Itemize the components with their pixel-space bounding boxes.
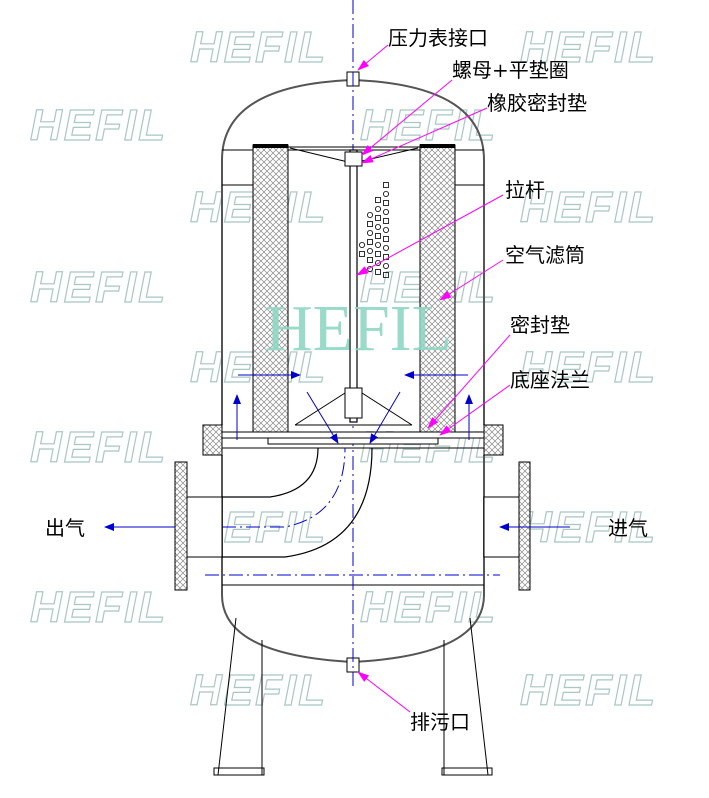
watermark-text: HEFIL bbox=[520, 343, 657, 392]
perforation-hole bbox=[382, 226, 389, 233]
label-nut-washer: 螺母+平垫圈 bbox=[452, 58, 569, 82]
watermark-text: HEFIL bbox=[520, 666, 657, 715]
perforation-hole bbox=[366, 211, 373, 218]
perforation-hole bbox=[383, 218, 389, 224]
perforation-hole bbox=[383, 236, 389, 242]
watermark-text: HEFIL bbox=[190, 23, 327, 72]
watermark-text: HEFIL bbox=[30, 263, 167, 312]
filter-cartridge-right bbox=[419, 144, 456, 434]
label-inlet: 进气 bbox=[608, 516, 648, 540]
watermark-text: HEFIL bbox=[520, 183, 657, 232]
label-rubber-gasket: 橡胶密封垫 bbox=[487, 91, 587, 115]
watermark-text: HEFIL bbox=[520, 23, 657, 72]
perforation-hole bbox=[358, 241, 365, 248]
perforation-hole bbox=[374, 205, 381, 212]
perforation-hole bbox=[383, 182, 389, 188]
watermark-text: HEFIL bbox=[30, 101, 167, 150]
tie-rod bbox=[349, 149, 358, 423]
label-drain: 排污口 bbox=[410, 710, 470, 734]
perforation-hole bbox=[375, 197, 381, 203]
perforation-hole bbox=[382, 208, 389, 215]
perforation-hole bbox=[375, 269, 381, 275]
perforation-hole bbox=[374, 259, 381, 266]
filter-cartridge-left bbox=[252, 144, 289, 434]
perforation-hole bbox=[367, 221, 373, 227]
watermark-text: HEFIL bbox=[360, 101, 497, 150]
perforation-hole bbox=[383, 200, 389, 206]
perforation-hole bbox=[367, 257, 373, 263]
perforation-hole bbox=[375, 215, 381, 221]
perforation-hole bbox=[359, 251, 365, 257]
perforation-hole bbox=[366, 247, 373, 254]
base-flange bbox=[202, 424, 504, 456]
perforation-hole bbox=[366, 229, 373, 236]
outlet-elbow bbox=[222, 447, 373, 558]
watermark-text: HEFIL bbox=[190, 666, 327, 715]
perforation-hole bbox=[375, 233, 381, 239]
label-seal-gasket: 密封垫 bbox=[510, 313, 570, 337]
label-air-filter: 空气滤筒 bbox=[505, 243, 585, 267]
label-base-flange: 底座法兰 bbox=[510, 368, 590, 392]
perforation-hole bbox=[374, 241, 381, 248]
perforation-hole bbox=[375, 251, 381, 257]
leader-lines bbox=[356, 44, 511, 713]
perforation-hole bbox=[374, 223, 381, 230]
watermark-text: HEFIL bbox=[360, 583, 497, 632]
perforation-hole bbox=[382, 262, 389, 269]
perforation-hole bbox=[382, 244, 389, 251]
center-watermark: HEFIL bbox=[265, 292, 452, 365]
perforation-holes bbox=[358, 182, 389, 278]
perforation-hole bbox=[383, 272, 389, 278]
support-legs bbox=[213, 617, 493, 776]
perforation-hole bbox=[367, 239, 373, 245]
perforation-hole bbox=[382, 190, 389, 197]
watermark-text: HEFIL bbox=[30, 423, 167, 472]
label-gauge-port: 压力表接口 bbox=[388, 26, 488, 50]
watermark-text: HEFIL bbox=[30, 583, 167, 632]
inlet-nozzle bbox=[483, 461, 531, 591]
label-tie-rod: 拉杆 bbox=[505, 178, 545, 202]
label-outlet: 出气 bbox=[45, 516, 85, 540]
flow-arrows bbox=[104, 371, 570, 531]
outlet-nozzle bbox=[174, 461, 223, 591]
